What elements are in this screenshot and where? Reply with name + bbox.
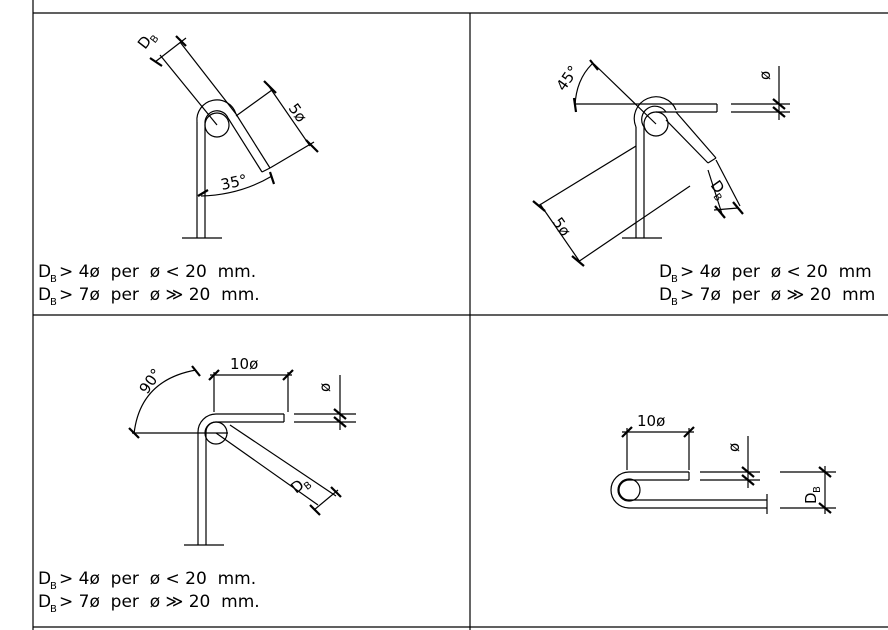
length-label-4: 10ø (637, 412, 665, 430)
svg-text:D: D (659, 262, 672, 282)
svg-text:> 4ø per ø < 20 mm.: > 4ø per ø < 20 mm. (59, 569, 256, 589)
angle-label: 35° (219, 171, 249, 194)
svg-text:B: B (50, 274, 57, 285)
panel-hook-45: ø 45° 5ø D B D B > 4ø per ø < 20 mm (532, 59, 875, 308)
panel-hook-35: 5ø D B 35° D B > 4ø per ø < 20 mm. D B >… (38, 32, 319, 308)
svg-text:B: B (50, 581, 57, 592)
panel-hook-90: 10ø ø 90° D B D B > 4ø per ø < 20 mm. (38, 355, 356, 615)
mandrel-circle (204, 112, 230, 138)
svg-text:D: D (38, 262, 51, 282)
note-line-3: D B > 4ø per ø < 20 mm (659, 262, 872, 285)
note-line-2: D B > 7ø per ø ≫ 20 mm. (38, 285, 260, 308)
bar-diameter-label-3: ø (316, 383, 334, 392)
svg-text:B: B (50, 297, 57, 308)
svg-text:D: D (659, 285, 672, 305)
svg-text:> 4ø per ø < 20 mm: > 4ø per ø < 20 mm (680, 262, 872, 282)
svg-text:B: B (671, 297, 678, 308)
angle-label-3: 90° (136, 365, 166, 397)
bar-diameter-label-4: ø (725, 443, 743, 452)
note-line-1: D B > 4ø per ø < 20 mm. (38, 262, 256, 285)
svg-text:D: D (38, 285, 51, 305)
svg-text:D: D (38, 592, 51, 612)
length-label-3: 10ø (230, 355, 258, 373)
note-line-4: D B > 7ø per ø ≫ 20 mm (659, 285, 875, 308)
note-line-5: D B > 4ø per ø < 20 mm. (38, 569, 256, 592)
svg-text:> 7ø per ø ≫ 20 mm: > 7ø per ø ≫ 20 mm (680, 285, 875, 305)
length-label-2: 5ø (549, 214, 574, 240)
svg-text:B: B (671, 274, 678, 285)
bar-diameter-label: ø (756, 71, 774, 80)
note-line-6: D B > 7ø per ø ≫ 20 mm. (38, 592, 260, 615)
panel-hook-180: 10ø ø D B (610, 412, 836, 514)
table-frame (32, 0, 888, 630)
diameter-label-4: D (802, 492, 820, 504)
length-label: 5ø (285, 100, 310, 126)
svg-text:> 7ø per ø ≫ 20 mm.: > 7ø per ø ≫ 20 mm. (59, 592, 260, 612)
svg-text:D: D (38, 569, 51, 589)
svg-text:> 7ø per ø ≫ 20 mm.: > 7ø per ø ≫ 20 mm. (59, 285, 260, 305)
svg-text:B: B (50, 604, 57, 615)
diameter-sub-4: B (812, 486, 823, 493)
mandrel-circle-4 (617, 478, 641, 502)
svg-text:> 4ø per ø < 20 mm.: > 4ø per ø < 20 mm. (59, 262, 256, 282)
